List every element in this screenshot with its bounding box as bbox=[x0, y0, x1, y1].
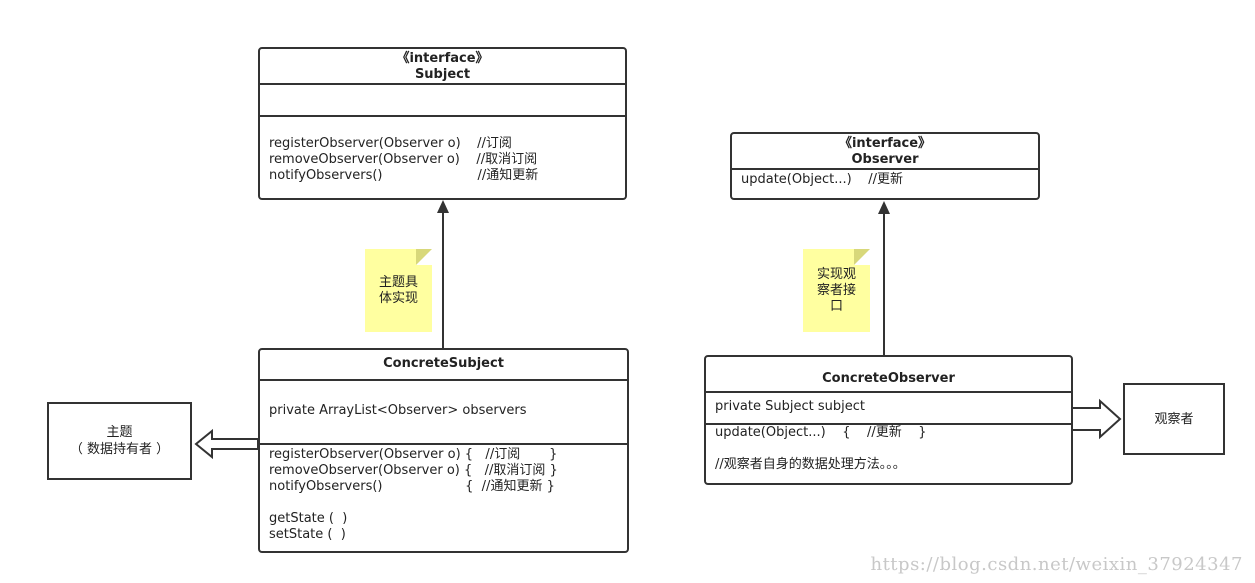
observer-label: 观察者 bbox=[1154, 411, 1194, 427]
subject-realization-arrowhead bbox=[437, 200, 449, 213]
note-line: 察者接 bbox=[816, 282, 856, 298]
concrete-observer-box[interactable]: ConcreteObserver private Subject subject… bbox=[704, 355, 1073, 485]
concrete-observer-method: //观察者自身的数据处理方法。。。 bbox=[715, 457, 906, 472]
observer-impl-note: 实现观 察者接 口 bbox=[803, 249, 870, 332]
observer-label-arrow bbox=[1071, 398, 1122, 440]
note-line: 主题具 bbox=[378, 274, 418, 290]
concrete-observer-field: private Subject subject bbox=[715, 399, 865, 414]
concrete-subject-field: private ArrayList<Observer> observers bbox=[269, 403, 527, 418]
concrete-subject-method: getState ( ) bbox=[269, 511, 348, 526]
concrete-subject-method: setState ( ) bbox=[269, 527, 346, 542]
subject-interface-box[interactable]: 《interface》 Subject registerObserver(Obs… bbox=[258, 47, 627, 200]
watermark: https://blog.csdn.net/weixin_37924347 bbox=[870, 554, 1243, 575]
subject-impl-note: 主题具 体实现 bbox=[365, 249, 432, 332]
concrete-subject-name: ConcreteSubject bbox=[383, 356, 504, 371]
subject-methods-section: registerObserver(Observer o) //订阅 remove… bbox=[260, 115, 625, 198]
concrete-observer-methods-section: update(Object...) { //更新 } //观察者自身的数据处理方… bbox=[706, 423, 1071, 483]
subject-holder-line2: （ 数据持有者 ） bbox=[69, 442, 170, 457]
concrete-subject-method: registerObserver(Observer o) { //订阅 } bbox=[269, 447, 558, 462]
subject-header: 《interface》 Subject bbox=[260, 51, 625, 83]
subject-method: removeObserver(Observer o) //取消订阅 bbox=[269, 152, 538, 167]
observer-method: update(Object...) //更新 bbox=[741, 172, 903, 187]
observer-header: 《interface》 Observer bbox=[732, 136, 1038, 168]
subject-stereotype: 《interface》 bbox=[396, 51, 489, 66]
concrete-subject-method: removeObserver(Observer o) { //取消订阅 } bbox=[269, 463, 558, 478]
subject-method: registerObserver(Observer o) //订阅 bbox=[269, 136, 512, 151]
note-line: 口 bbox=[829, 298, 843, 314]
subject-holder-line1: 主题 bbox=[106, 425, 133, 440]
concrete-subject-methods-section: registerObserver(Observer o) { //订阅 } re… bbox=[260, 443, 627, 551]
subject-name: Subject bbox=[414, 67, 471, 82]
note-line: 实现观 bbox=[816, 266, 856, 282]
concrete-subject-method: notifyObservers() { //通知更新 } bbox=[269, 479, 555, 494]
concrete-observer-method: update(Object...) { //更新 } bbox=[715, 425, 927, 440]
note-fold bbox=[416, 249, 432, 265]
note-fold bbox=[854, 249, 870, 265]
observer-stereotype: 《interface》 bbox=[838, 136, 932, 151]
concrete-subject-fields-section: private ArrayList<Observer> observers bbox=[260, 379, 627, 443]
note-line: 体实现 bbox=[378, 290, 418, 306]
observer-name: Observer bbox=[851, 152, 919, 167]
observer-realization-arrowhead bbox=[878, 201, 890, 214]
subject-holder-arrow bbox=[194, 428, 259, 460]
observer-methods-section: update(Object...) //更新 bbox=[732, 168, 1038, 198]
subject-method: notifyObservers() //通知更新 bbox=[269, 168, 539, 183]
concrete-observer-fields-section: private Subject subject bbox=[706, 391, 1071, 423]
subject-holder-box[interactable]: 主题 （ 数据持有者 ） bbox=[47, 402, 192, 480]
subject-fields-section bbox=[260, 83, 625, 115]
concrete-subject-box[interactable]: ConcreteSubject private ArrayList<Observ… bbox=[258, 348, 629, 553]
observer-interface-box[interactable]: 《interface》 Observer update(Object...) /… bbox=[730, 132, 1040, 200]
concrete-observer-name: ConcreteObserver bbox=[822, 371, 955, 386]
observer-label-box[interactable]: 观察者 bbox=[1123, 383, 1225, 455]
